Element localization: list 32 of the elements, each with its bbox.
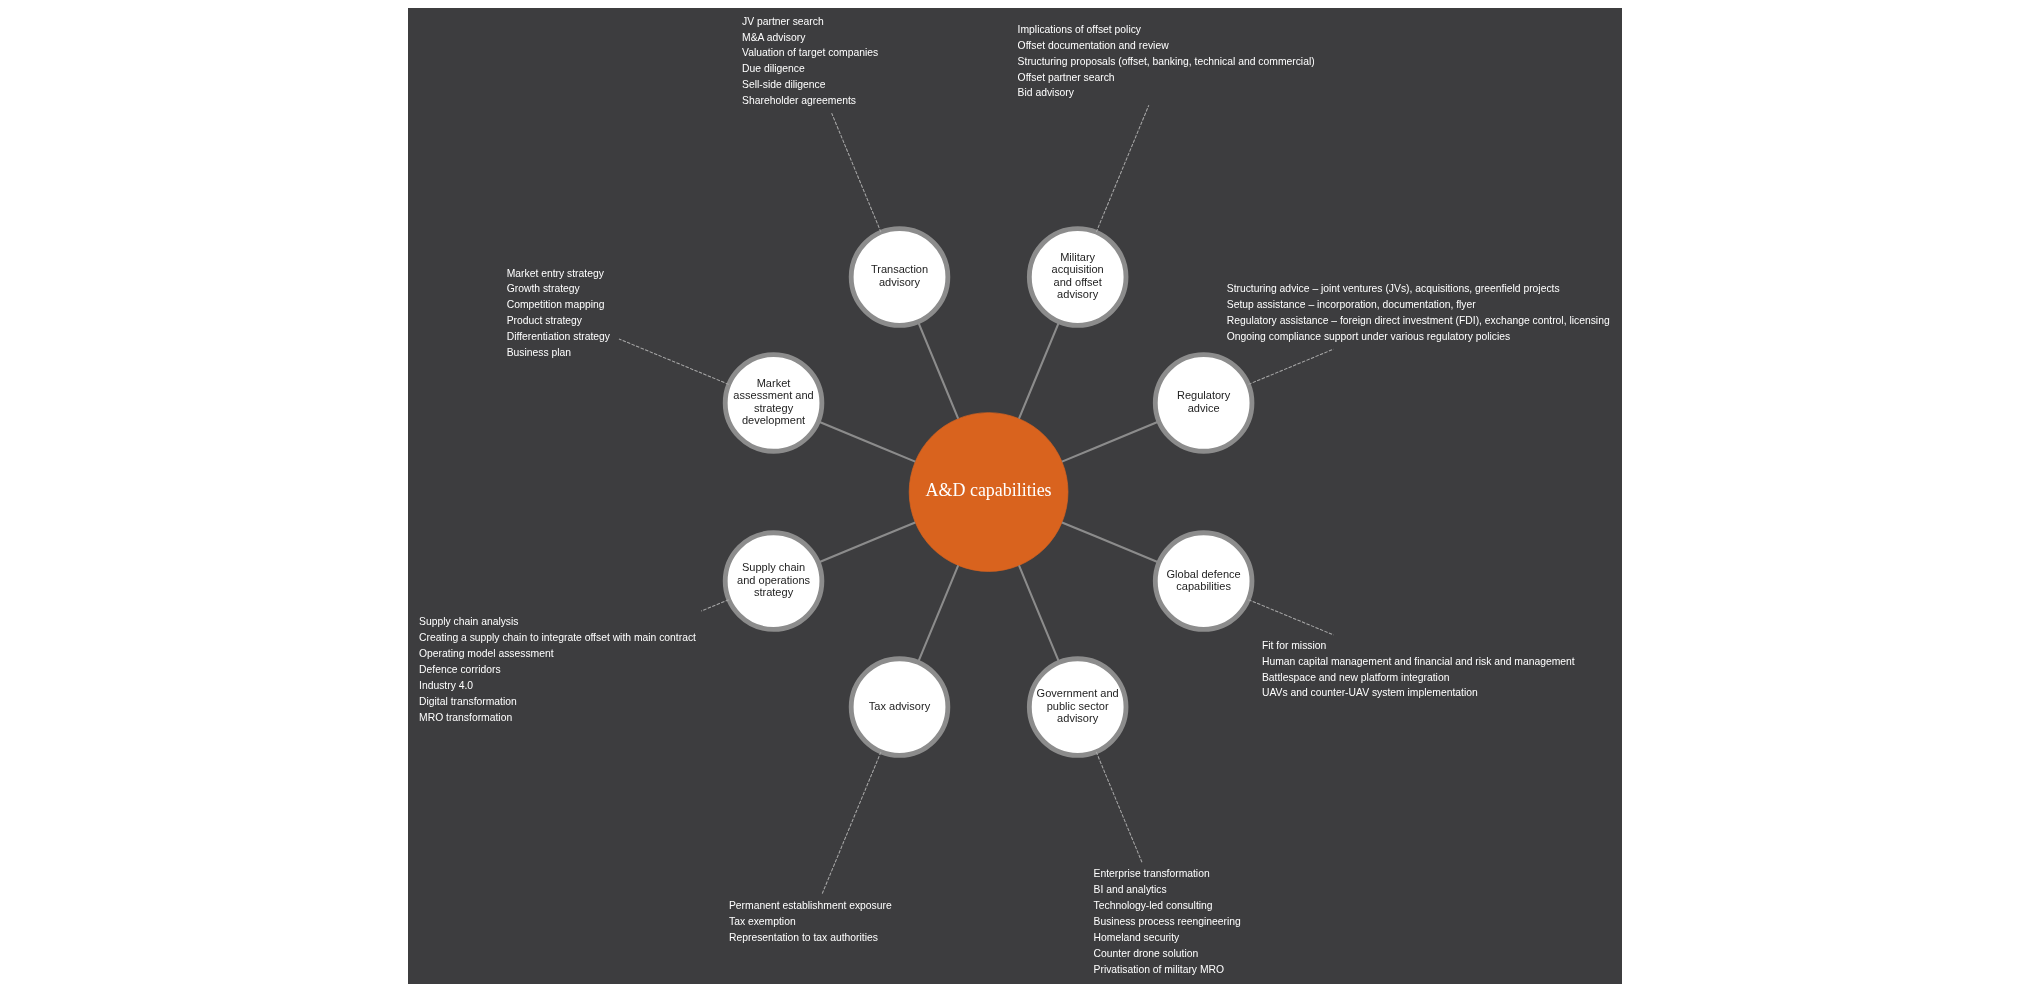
connector: [817, 521, 916, 564]
node-text: Implications of offset policy Offset documentation and review Structuring proposals (offset, banking, technical and commercial) Offset partner search Bid advisory: [1017, 23, 1315, 99]
node-circle: Military acquisition and offset advisory: [1026, 226, 1128, 328]
connector: [1061, 521, 1159, 564]
connector: [1061, 420, 1159, 463]
node-circle: Transaction advisory: [848, 226, 950, 328]
connector: [1017, 321, 1060, 420]
node-circle: Market assessment and strategy development: [722, 352, 824, 454]
node-text: Fit for mission Human capital management and financial and risk and management Battlespace and new platform integration UAVs and counter-UAV system implementation: [1261, 639, 1575, 699]
node-circle: Regulatory advice: [1152, 352, 1254, 454]
connector: [916, 565, 959, 663]
node-circle: Supply chain and operations strategy: [722, 530, 824, 632]
node-text: JV partner search M&A advisory Valuation of target companies Due diligence Sell-side diligence Shareholder agreements: [741, 15, 878, 107]
node-text: Market entry strategy Growth strategy Competition mapping Product strategy Differentiation strategy Business plan: [506, 267, 610, 358]
connector: [916, 321, 959, 420]
node-circle: A&D capabilities: [908, 412, 1068, 572]
node-circle: Tax advisory: [848, 656, 950, 758]
connector: [1247, 599, 1334, 636]
connector: [1247, 348, 1334, 385]
connector: [830, 112, 881, 233]
node-text: Supply chain analysis Creating a supply chain to integrate offset with main contract Operating model assessment Defence corridors Industry 4.0 Digital transformation MRO transformation: [418, 616, 696, 723]
connector: [1017, 565, 1060, 663]
node-text: Enterprise transformation BI and analytics Technology-led consulting Business process reengineering Homeland security Counter drone solution Privatisation of military MRO: [1093, 868, 1241, 975]
node-circle: Government and public sector advisory: [1026, 656, 1128, 758]
connector: [700, 599, 729, 612]
node-circle: Global defence capabilities: [1152, 530, 1254, 632]
connector: [817, 420, 916, 463]
connector: [820, 751, 881, 896]
connector: [1095, 751, 1143, 864]
node-text: Structuring advice – joint ventures (JVs), acquisitions, greenfield projects Setup assistance – incorporation, documentation, flyer Regulatory assistance – foreign direct investment (FDI), exchange control, licensing Ongoing compliance support under various regulatory policies: [1226, 283, 1610, 343]
connector: [1095, 104, 1149, 233]
node-text: Permanent establishment exposure Tax exemption Representation to tax authorities: [728, 899, 892, 943]
